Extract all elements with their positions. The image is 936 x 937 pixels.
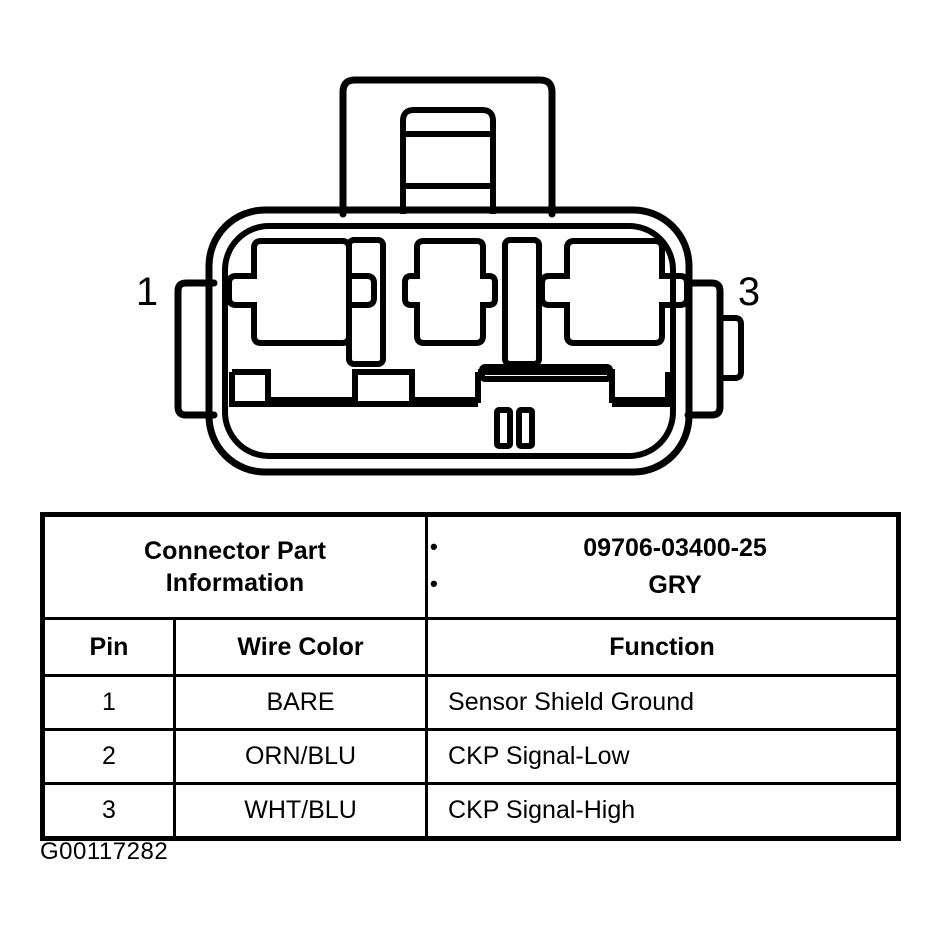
cell-pin: 2	[41, 728, 176, 785]
cell-function: Sensor Shield Ground	[425, 674, 901, 731]
part-info-bullet-item: • 09706-03400-25	[428, 530, 896, 568]
column-header-pin: Pin	[41, 617, 176, 677]
connector-body-inner	[222, 223, 676, 459]
polarizing-slot-right	[516, 407, 535, 449]
table-row: 3 WHT/BLU CKP Signal-High	[41, 782, 901, 840]
part-number-value: 09706-03400-25	[583, 533, 767, 562]
lower-keying-ledge-left	[232, 369, 481, 403]
polarizing-slot-left	[494, 407, 513, 449]
table-row: 2 ORN/BLU CKP Signal-Low	[41, 728, 901, 785]
terminal-cavity-pin-1	[226, 238, 377, 346]
cpi-line-2: Information	[165, 569, 305, 597]
connector-drawing: 1 3	[136, 76, 760, 476]
pinout-table: Connector Part Information • 09706-03400…	[40, 512, 902, 841]
cell-pin: 1	[41, 674, 176, 731]
pinout-table-container: Connector Part Information • 09706-03400…	[40, 512, 902, 841]
column-header-wire-color: Wire Color	[172, 617, 429, 677]
column-header-function: Function	[425, 617, 901, 677]
ledge-rail	[479, 364, 613, 382]
connector-body-outer	[205, 206, 693, 476]
table-row: 1 BARE Sensor Shield Ground	[41, 674, 901, 731]
cell-function: CKP Signal-Low	[425, 728, 901, 785]
cell-wire-color: WHT/BLU	[172, 782, 429, 840]
connector-part-information-values: • 09706-03400-25 • GRY	[425, 513, 901, 620]
bullet-icon: •	[430, 571, 438, 596]
cell-function: CKP Signal-High	[425, 782, 901, 840]
cell-wire-color: BARE	[172, 674, 429, 731]
terminal-cavity-pin-3	[539, 238, 690, 346]
cell-pin: 3	[41, 782, 176, 840]
bullet-icon: •	[430, 533, 438, 559]
right-side-ear-outer	[684, 279, 724, 419]
ledge-floor-left	[229, 372, 478, 407]
cavity-divider-right	[502, 237, 542, 367]
part-info-bullet-list: • 09706-03400-25 • GRY	[428, 530, 896, 605]
cell-wire-color: ORN/BLU	[172, 728, 429, 785]
right-side-ear-protrusion	[720, 315, 744, 381]
part-info-bullet-item: • GRY	[428, 567, 896, 605]
connector-color-value: GRY	[648, 571, 702, 599]
figure-caption: G00117282	[40, 838, 169, 865]
pin-callout-3: 3	[738, 270, 760, 314]
terminal-cavity-pin-2	[402, 238, 498, 346]
latch-tab-outer	[339, 76, 556, 218]
connector-part-information-label: Connector Part Information	[40, 513, 429, 620]
connector-illustration: 1 3	[136, 76, 760, 476]
latch-tab-inner-block	[400, 107, 496, 214]
cavity-divider-left	[346, 237, 386, 367]
ledge-floor-right	[612, 372, 671, 407]
cpi-line-1: Connector Part	[144, 537, 326, 565]
left-side-ear	[174, 279, 218, 419]
pin-callout-1: 1	[136, 270, 158, 314]
table-header-row: Pin Wire Color Function	[41, 617, 901, 677]
table-row-part-info: Connector Part Information • 09706-03400…	[40, 513, 901, 620]
